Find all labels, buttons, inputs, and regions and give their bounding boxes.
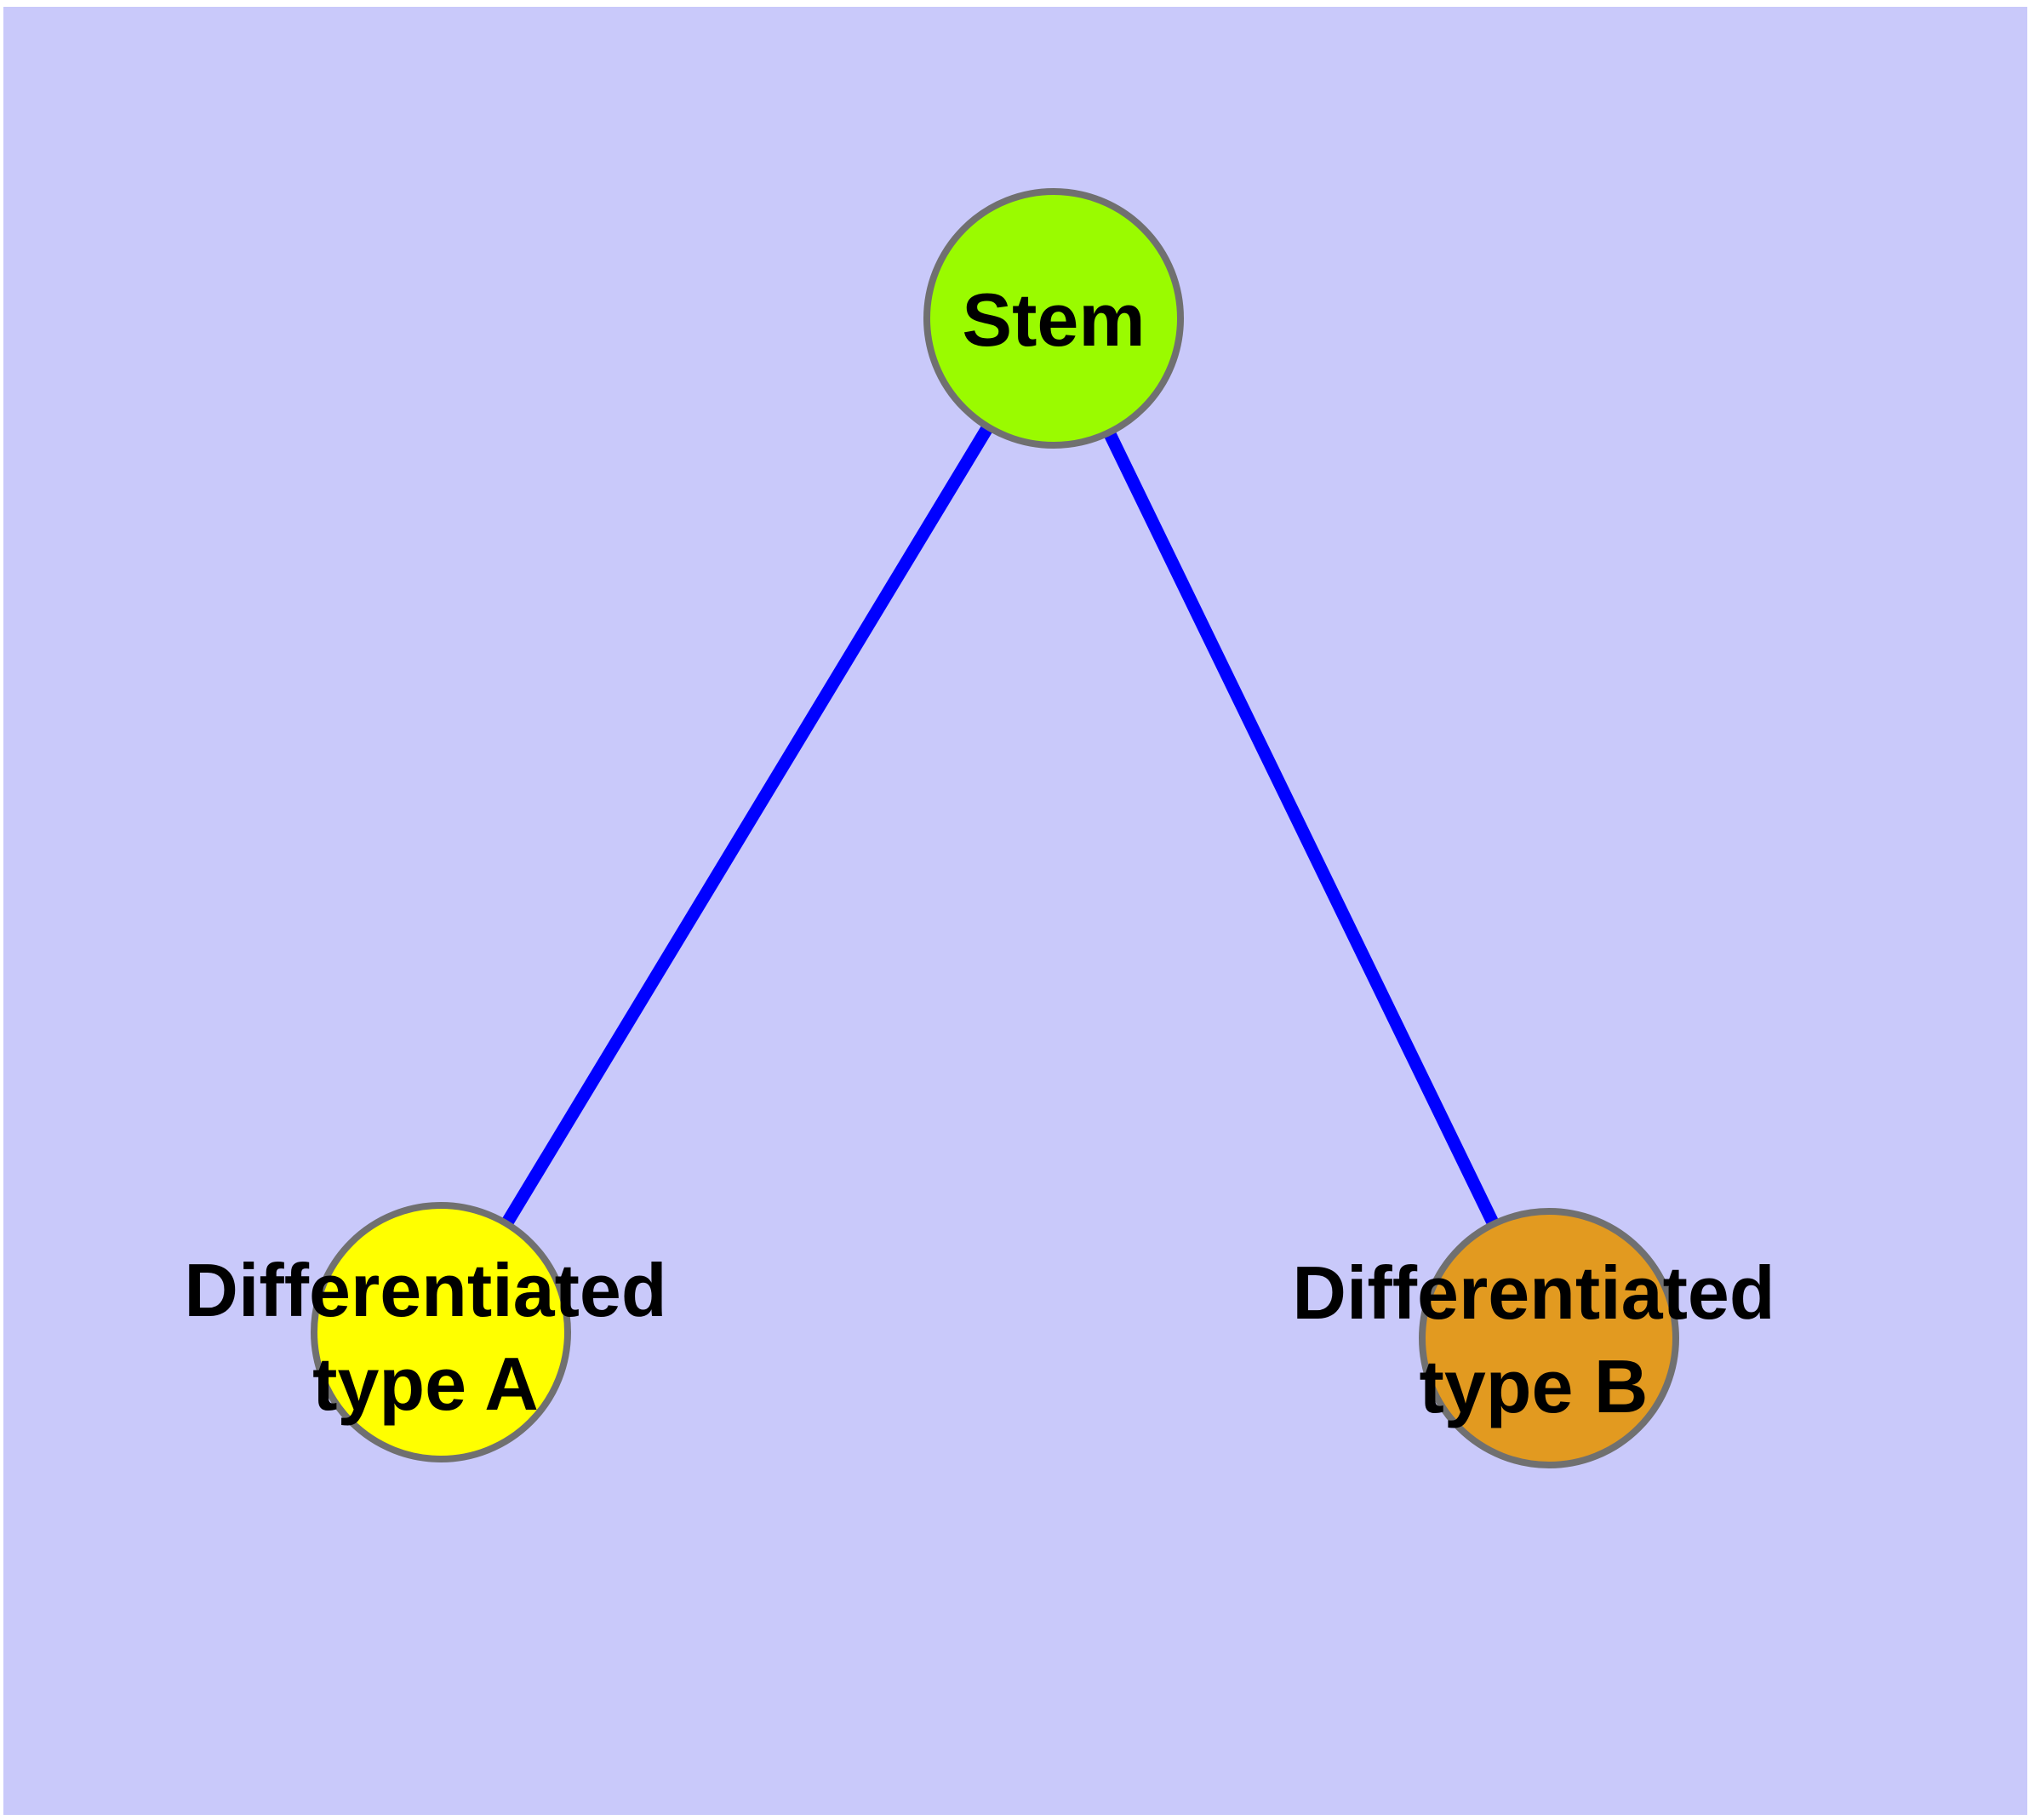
edges-group bbox=[435, 315, 1555, 1342]
edge-stem-typeB bbox=[1048, 315, 1555, 1342]
edge-stem-typeA bbox=[435, 315, 1060, 1336]
node-typeB-circle bbox=[1419, 1208, 1679, 1468]
node-stem-circle bbox=[923, 188, 1184, 449]
node-typeA-circle bbox=[311, 1202, 571, 1462]
nodes-group bbox=[311, 188, 1679, 1468]
